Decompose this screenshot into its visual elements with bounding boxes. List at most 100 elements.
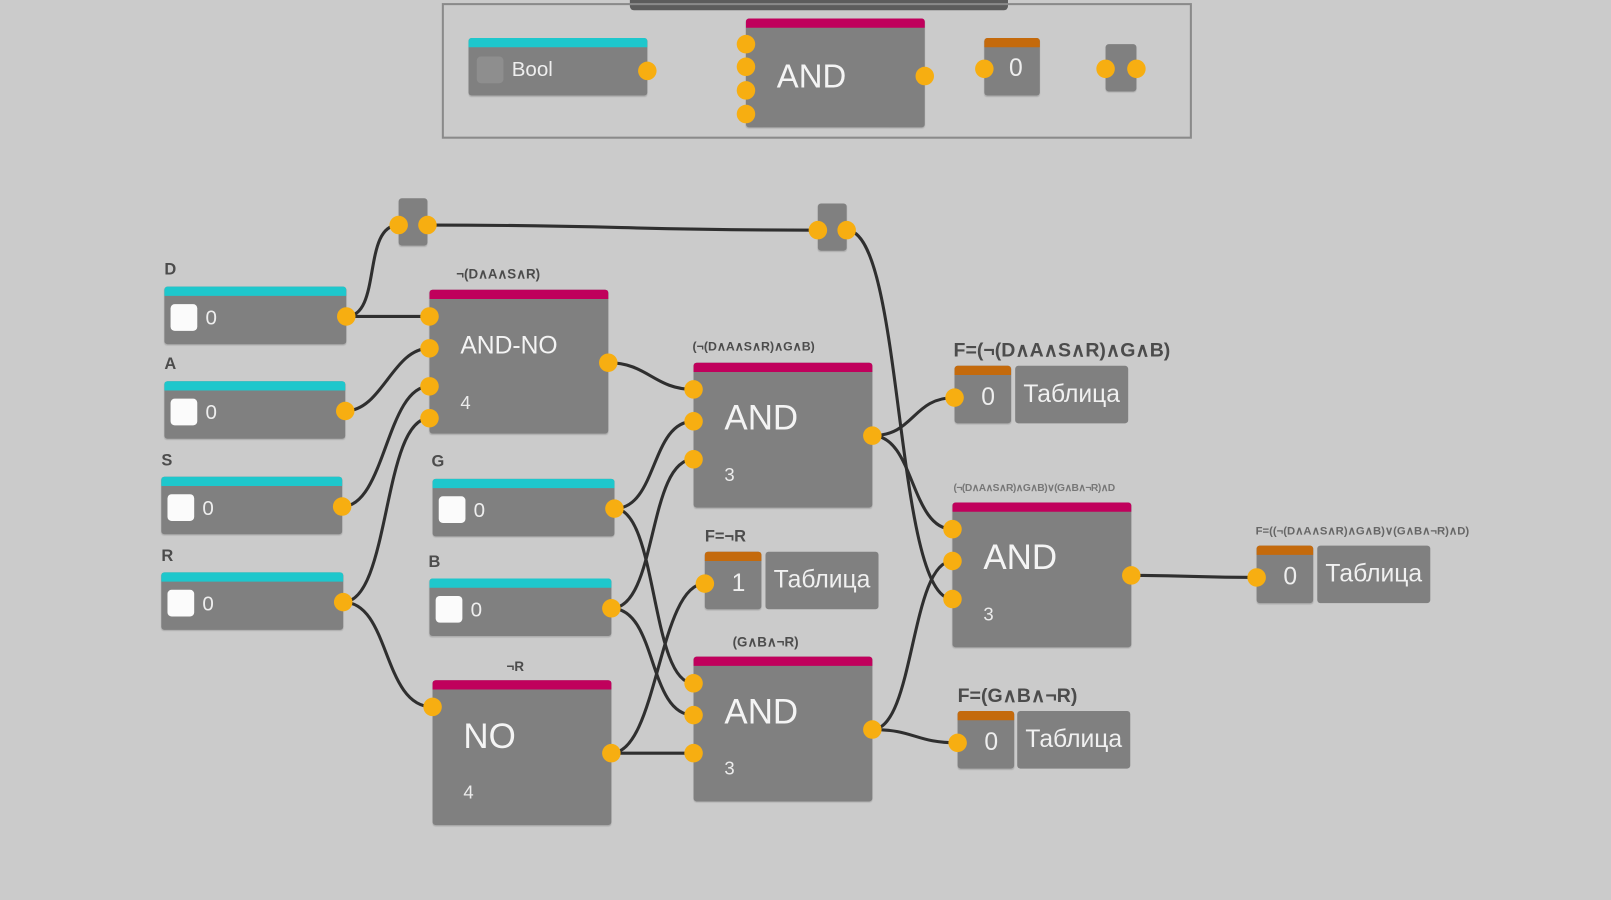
input-port[interactable]	[684, 674, 703, 693]
palette-reroute-node[interactable]	[1096, 44, 1146, 92]
gate-and-3[interactable]: AND 3	[943, 502, 1141, 648]
input-port[interactable]	[943, 551, 962, 571]
output-value: 0	[984, 728, 999, 757]
input-port[interactable]	[945, 388, 964, 407]
wire	[846, 228, 953, 601]
palette-output-node[interactable]: 0	[975, 38, 1040, 96]
input-port[interactable]	[420, 377, 439, 396]
input-port[interactable]	[684, 380, 703, 399]
output-port[interactable]	[605, 499, 624, 518]
output-port[interactable]	[335, 401, 355, 421]
input-port[interactable]	[684, 412, 703, 431]
output-caption: F=(G∧B∧¬R)	[957, 685, 1078, 707]
checkbox-icon	[476, 56, 504, 84]
output-port[interactable]	[863, 720, 882, 739]
output-port[interactable]	[602, 599, 621, 618]
input-port[interactable]	[808, 220, 828, 240]
input-checkbox[interactable]	[167, 589, 195, 617]
node-header-bar	[164, 286, 347, 296]
input-node-s[interactable]: 0	[161, 476, 352, 535]
palette-and-node[interactable]: AND	[736, 18, 934, 128]
input-port[interactable]	[736, 104, 756, 124]
input-node-b[interactable]: 0	[429, 578, 621, 637]
output-port[interactable]	[337, 307, 356, 326]
output-port[interactable]	[638, 61, 657, 81]
input-node-r[interactable]: 0	[161, 572, 353, 630]
gate-and-1[interactable]: AND 3	[684, 362, 882, 508]
output-node-f2[interactable]: 0	[948, 711, 1015, 769]
input-port[interactable]	[1247, 568, 1266, 587]
input-name-b: B	[428, 553, 441, 572]
output-node-final[interactable]: 0	[1247, 545, 1314, 604]
input-checkbox[interactable]	[170, 304, 198, 331]
output-caption: F=¬R	[704, 528, 746, 546]
reroute-node[interactable]	[389, 198, 437, 246]
output-node-f1[interactable]: 0	[945, 365, 1012, 424]
input-port[interactable]	[1096, 59, 1115, 79]
wire	[872, 727, 958, 745]
output-node-not-r[interactable]: 1	[695, 551, 762, 610]
input-port[interactable]	[695, 574, 715, 593]
input-node-d[interactable]: 0	[164, 286, 356, 345]
input-port[interactable]	[420, 339, 439, 358]
output-port[interactable]	[863, 426, 882, 445]
gate-label: AND	[724, 692, 799, 732]
table-button[interactable]: Таблица	[1317, 545, 1431, 604]
node-header-bar	[693, 362, 873, 372]
input-port[interactable]	[389, 215, 408, 235]
input-port[interactable]	[684, 705, 703, 725]
output-caption: F=((¬(D∧A∧S∧R)∧G∧B)∨(G∧B∧¬R)∧D)	[1255, 525, 1470, 538]
output-port[interactable]	[837, 220, 856, 240]
input-node-g[interactable]: 0	[432, 478, 624, 537]
input-checkbox[interactable]	[438, 496, 466, 523]
input-port[interactable]	[736, 81, 756, 100]
output-caption: F=(¬(D∧A∧S∧R)∧G∧B)	[953, 340, 1171, 362]
input-node-a[interactable]: 0	[164, 381, 355, 439]
input-value: 0	[205, 307, 217, 330]
node-header-bar	[432, 680, 612, 690]
gate-and-2[interactable]: AND 3	[684, 656, 882, 802]
wire	[611, 606, 694, 717]
gate-no[interactable]: NO 4	[423, 680, 621, 826]
gate-and-no[interactable]: AND-NO 4	[420, 289, 618, 434]
output-value: 0	[1283, 563, 1298, 591]
input-port[interactable]	[736, 34, 756, 54]
node-header-bar	[1256, 545, 1314, 555]
node-palette: Bool AND 0	[441, 3, 1192, 139]
input-port[interactable]	[948, 733, 967, 753]
input-checkbox[interactable]	[170, 398, 198, 426]
input-port[interactable]	[684, 450, 703, 469]
node-header-bar	[693, 656, 873, 666]
output-port[interactable]	[333, 592, 353, 612]
reroute-node[interactable]	[808, 203, 856, 251]
palette-bool-node[interactable]: Bool	[468, 38, 657, 96]
table-button[interactable]: Таблица	[1017, 711, 1131, 769]
output-port[interactable]	[1127, 59, 1146, 79]
input-port[interactable]	[943, 589, 962, 609]
input-port[interactable]	[975, 59, 994, 79]
palette-header-tab[interactable]	[629, 0, 1008, 11]
output-port[interactable]	[418, 215, 437, 235]
output-port[interactable]	[332, 497, 352, 516]
input-port[interactable]	[420, 408, 439, 428]
input-port[interactable]	[684, 743, 703, 763]
table-button[interactable]: Таблица	[1015, 365, 1129, 424]
output-value: 0	[981, 383, 995, 411]
wire	[611, 582, 706, 755]
input-port[interactable]	[420, 307, 439, 326]
input-checkbox[interactable]	[435, 595, 463, 623]
output-port[interactable]	[602, 743, 621, 763]
output-port[interactable]	[1122, 566, 1141, 585]
output-port[interactable]	[599, 353, 618, 372]
node-header-bar	[432, 478, 615, 489]
input-port[interactable]	[943, 519, 962, 539]
wire	[608, 361, 694, 391]
input-checkbox[interactable]	[167, 494, 195, 521]
input-port[interactable]	[736, 57, 756, 77]
input-name-s: S	[161, 452, 173, 470]
table-button[interactable]: Таблица	[765, 551, 879, 610]
node-header-bar	[957, 711, 1015, 721]
input-port[interactable]	[423, 697, 442, 717]
output-port[interactable]	[915, 66, 934, 86]
